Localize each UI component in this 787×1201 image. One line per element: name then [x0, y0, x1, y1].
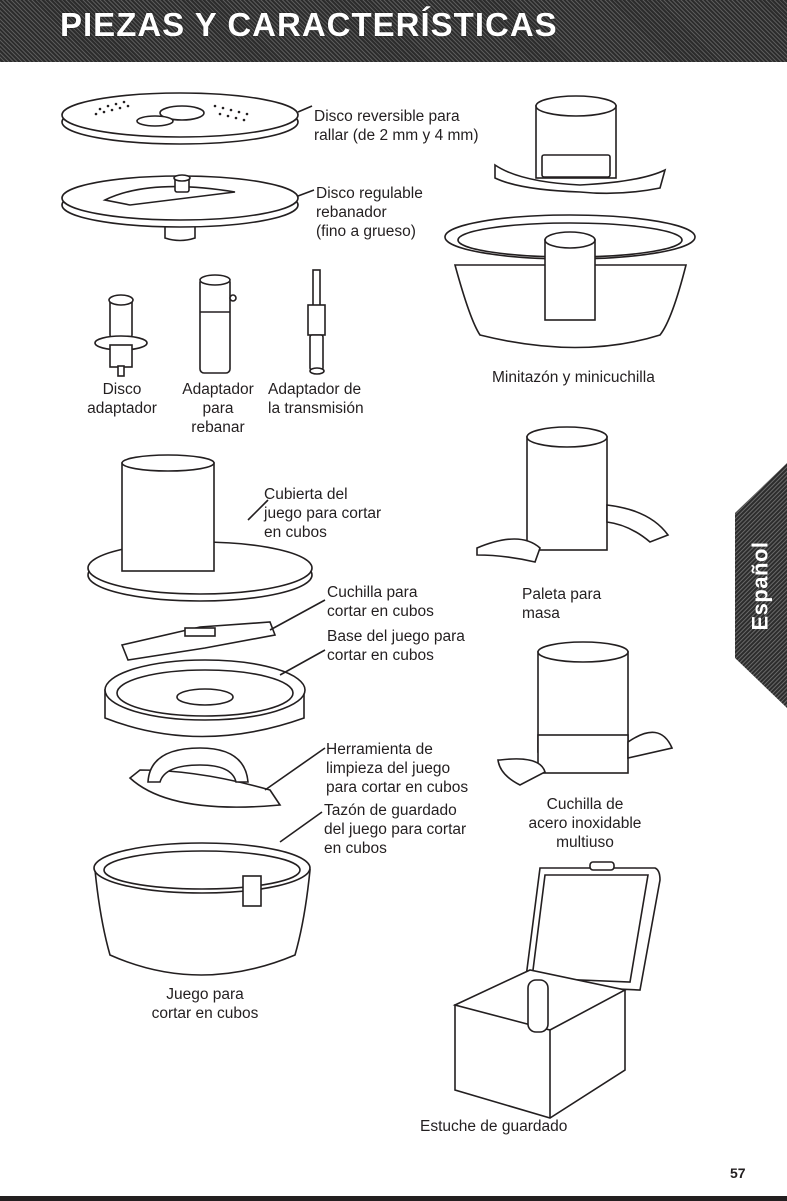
label-grating-disc: Disco reversible para rallar (de 2 mm y … — [314, 108, 479, 144]
label-dicing-kit: Juego para cortar en cubos — [151, 986, 259, 1022]
label-multi-blade: Cuchilla de acero inoxidable multiuso — [528, 796, 642, 851]
label-dicing-blade: Cuchilla para cortar en cubos — [327, 584, 434, 620]
grating-disc-image — [61, 92, 313, 145]
language-tab — [735, 463, 787, 708]
page-header: PIEZAS Y CARACTERÍSTICAS — [0, 0, 787, 62]
multi-blade-image — [497, 641, 674, 786]
dicing-base-image — [104, 649, 326, 738]
label-drive-adapter: Adaptador de la transmisión — [268, 381, 364, 417]
storage-case-image — [452, 861, 661, 1119]
label-cleaning-tool: Herramienta de limpieza del juego para c… — [326, 741, 469, 796]
label-slicing-disc: Disco regulable rebanador (fino a grueso… — [316, 185, 423, 240]
dough-blade-image — [476, 426, 670, 563]
page-title: PIEZAS Y CARACTERÍSTICAS — [60, 6, 558, 43]
label-dough-blade: Paleta para masa — [522, 586, 602, 622]
cleaning-tool-image — [128, 747, 326, 808]
dicing-blade-image — [120, 599, 326, 661]
label-storage-bowl: Tazón de guardado del juego para cortar … — [324, 802, 467, 857]
label-disc-adapter: Disco adaptador — [87, 381, 157, 417]
mini-bowl-image — [444, 95, 696, 349]
label-slicing-adapter: Adaptador para rebanar — [182, 381, 254, 436]
label-storage-case: Estuche de guardado — [420, 1118, 568, 1135]
slicing-disc-image — [61, 174, 315, 242]
label-dicing-base: Base del juego para cortar en cubos — [327, 628, 465, 664]
disc-adapter-image — [94, 294, 148, 377]
footer-rule — [0, 1196, 787, 1201]
label-dicing-lid: Cubierta del juego para cortar en cubos — [264, 486, 382, 541]
page-number: 57 — [730, 1165, 746, 1181]
label-mini-bowl: Minitazón y minicuchilla — [492, 369, 655, 386]
dicing-lid-image — [87, 454, 313, 602]
drive-adapter-image — [307, 269, 326, 375]
slicing-adapter-image — [199, 274, 237, 374]
storage-bowl-image — [93, 811, 323, 976]
